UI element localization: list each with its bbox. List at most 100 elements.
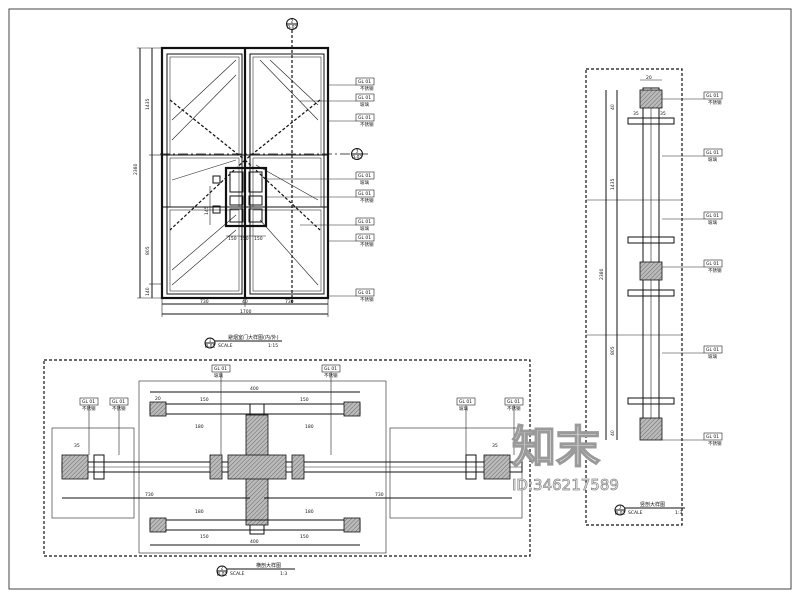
- vdim-w1: 35: [633, 111, 639, 117]
- elevation-horizontal-dims: 730 40 730 1700: [161, 298, 329, 317]
- elevation-title-block: 1 D-01 避烟室门大样图(内/外) SCALE 1:15: [204, 334, 282, 350]
- elevation-code: GL 01: [358, 191, 371, 197]
- dim-panel-w1: 150: [228, 236, 237, 242]
- dim-panel-h: 145: [204, 206, 210, 215]
- elevation-code: GL 01: [358, 290, 371, 296]
- horizontal-number: 2: [221, 566, 224, 572]
- vertical-material: 不锈钢: [708, 99, 722, 106]
- dim-lower: 805: [145, 246, 151, 255]
- vertical-code: GL 01: [706, 213, 719, 219]
- vertical-code: GL 01: [706, 150, 719, 156]
- elevation-code: GL 01: [358, 235, 371, 241]
- hdim-a3: 150: [200, 534, 209, 540]
- dim-panel-w3: 150: [254, 236, 263, 242]
- dim-bottom: 140: [145, 287, 151, 296]
- hdim-b: 180: [195, 424, 204, 430]
- vdim-d2: 1435: [610, 178, 616, 190]
- right-leaf: [249, 53, 325, 295]
- horizontal-code: GL 01: [459, 399, 472, 405]
- horizontal-material: 不锈钢: [324, 372, 338, 379]
- marker-right-no: 3: [356, 149, 359, 155]
- hdim-right: 730: [375, 492, 384, 498]
- horizontal-scale: 1:3: [280, 571, 287, 577]
- elevation-material: 不锈钢: [360, 121, 374, 128]
- vertical-code: GL 01: [706, 347, 719, 353]
- vertical-code: GL 01: [706, 434, 719, 440]
- hdim-b4: 180: [305, 509, 314, 515]
- vdim-total: 2380: [599, 268, 605, 280]
- elevation-scale: 1:15: [268, 343, 278, 349]
- dim-right-leaf: 730: [285, 299, 294, 305]
- horizontal-title-block: 2 D-02 横剖大样图 SCALE 1:3: [216, 562, 295, 578]
- vertical-material: 不锈钢: [708, 267, 722, 274]
- elevation-number: 1: [209, 338, 212, 344]
- hdim-a: 150: [200, 397, 209, 403]
- section-marker-right: 3 D-02: [351, 148, 363, 161]
- horizontal-code: GL 01: [112, 399, 125, 405]
- elevation-scale-label: SCALE: [218, 343, 233, 349]
- dim-left-leaf: 730: [200, 299, 209, 305]
- elevation-code: GL 01: [358, 95, 371, 101]
- horizontal-material: 不锈钢: [112, 405, 126, 412]
- elevation-code: GL 01: [358, 79, 371, 85]
- vdim-d3: 805: [610, 346, 616, 355]
- elevation-ref: D-01: [205, 344, 216, 350]
- door-elevation: 2 D-02: [133, 18, 375, 350]
- hdim-e: 35: [492, 443, 498, 449]
- vdim-d1: 40: [610, 104, 616, 110]
- elevation-code: GL 01: [358, 219, 371, 225]
- hdim-c: 20: [155, 396, 161, 402]
- horizontal-section: 730 730 400 400 150 150 180 180 180 180 …: [43, 359, 531, 578]
- watermark-logo: 知末: [512, 422, 600, 473]
- vertical-scale-label: SCALE: [628, 510, 643, 516]
- sheet-border: [8, 8, 792, 590]
- horizontal-code: GL 01: [324, 366, 337, 372]
- hdim-a4: 150: [300, 534, 309, 540]
- hdim-bot-total: 400: [250, 539, 259, 545]
- vertical-material: 不锈钢: [708, 440, 722, 447]
- horizontal-code: GL 01: [214, 366, 227, 372]
- dim-panel-w2: 150: [240, 236, 249, 242]
- elevation-material: 不锈钢: [360, 241, 374, 248]
- hdim-b3: 180: [195, 509, 204, 515]
- dim-center: 40: [242, 299, 248, 305]
- elevation-vertical-dims: 2380 1435 805 140: [133, 47, 162, 299]
- vdim-top: 20: [646, 75, 652, 81]
- horizontal-code: GL 01: [82, 399, 95, 405]
- horizontal-material: 玻璃: [214, 372, 223, 379]
- marker-top-ref: D-02: [287, 25, 298, 31]
- vertical-material: 玻璃: [708, 156, 717, 163]
- elevation-material: 玻璃: [360, 101, 369, 108]
- vertical-material: 玻璃: [708, 353, 717, 360]
- section-marker-top: 2 D-02: [286, 18, 298, 305]
- elevation-material: 不锈钢: [360, 296, 374, 303]
- vertical-code: GL 01: [706, 261, 719, 267]
- hdim-a2: 150: [300, 397, 309, 403]
- vertical-title: 竖剖大样图: [640, 501, 665, 508]
- left-leaf: [166, 53, 243, 295]
- dim-upper: 1435: [145, 98, 151, 110]
- horizontal-scale-label: SCALE: [230, 571, 245, 577]
- vertical-title-block: 3 D-02 竖剖大样图 SCALE 1:3: [614, 501, 685, 517]
- horizontal-material: 玻璃: [459, 405, 468, 412]
- vertical-section-border: [585, 68, 683, 526]
- hdim-d: 35: [74, 443, 80, 449]
- vertical-ref: D-02: [615, 511, 626, 517]
